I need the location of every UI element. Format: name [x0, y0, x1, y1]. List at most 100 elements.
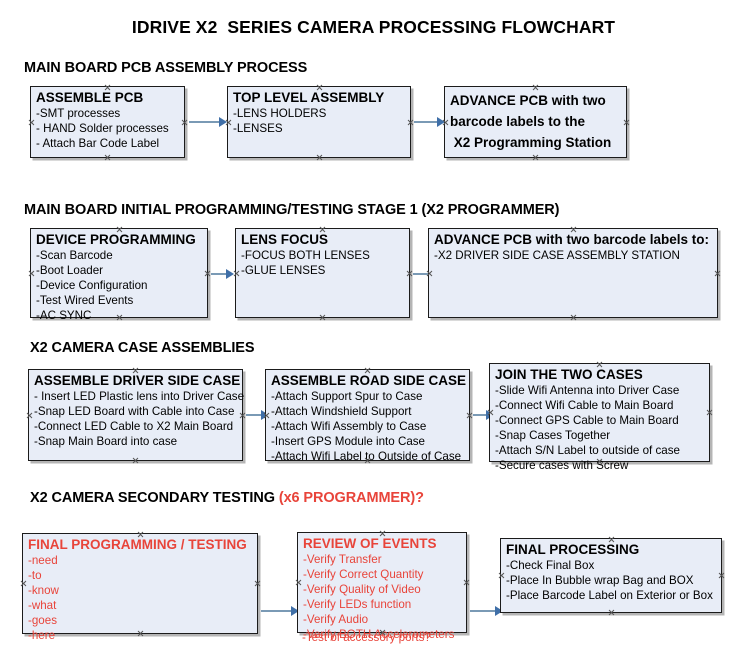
node-line: -Insert GPS Module into Case	[271, 435, 426, 448]
section-heading-accent: (x6 PROGRAMMER)?	[278, 490, 424, 506]
resize-handle-top[interactable]	[116, 226, 123, 233]
resize-handle-bottom[interactable]	[596, 458, 603, 465]
node-line: -to	[28, 569, 42, 582]
node-line: -Verify LEDs function	[303, 598, 412, 611]
node-title: REVIEW OF EVENTS	[303, 536, 437, 551]
resize-handle-right[interactable]	[204, 270, 211, 277]
connector-final-programming-to-review-of-events[interactable]	[261, 606, 299, 616]
node-line: -Test Wired Events	[36, 294, 134, 307]
node-line: - HAND Solder processes	[36, 122, 169, 135]
node-line: -FOCUS BOTH LENSES	[241, 249, 370, 262]
node-top-level-assembly[interactable]: TOP LEVEL ASSEMBLY -LENS HOLDERS -LENSES	[227, 86, 411, 158]
resize-handle-bottom[interactable]	[116, 314, 123, 321]
node-join-the-two-cases[interactable]: JOIN THE TWO CASES -Slide Wifi Antenna i…	[487, 361, 713, 472]
resize-handle-left[interactable]	[28, 119, 35, 126]
resize-handle-left[interactable]	[28, 270, 35, 277]
resize-handle-left[interactable]	[426, 270, 433, 277]
resize-handle-left[interactable]	[225, 119, 232, 126]
resize-handle-bottom[interactable]	[132, 457, 139, 464]
arrowhead-icon	[226, 269, 234, 279]
node-line: -Verify Quality of Video	[303, 583, 421, 596]
node-line: -Connect GPS Cable to Main Board	[495, 414, 679, 427]
node-final-programming-testing[interactable]: FINAL PROGRAMMING / TESTING -need -to -k…	[20, 531, 261, 642]
section-heading-text: X2 CAMERA CASE ASSEMBLIES	[30, 340, 255, 356]
resize-handle-bottom[interactable]	[104, 154, 111, 161]
resize-handle-bottom[interactable]	[319, 314, 326, 321]
resize-handle-top[interactable]	[132, 367, 139, 374]
resize-handle-right[interactable]	[714, 270, 721, 277]
resize-handle-left[interactable]	[26, 412, 33, 419]
resize-handle-bottom[interactable]	[364, 457, 371, 464]
connector-review-of-events-to-final-processing[interactable]	[470, 606, 503, 616]
resize-handle-left[interactable]	[498, 572, 505, 579]
page-title: IDRIVE X2 SERIES CAMERA PROCESSING FLOWC…	[131, 17, 616, 37]
connector-assemble-pcb-to-top-level-assembly[interactable]	[189, 117, 227, 127]
node-advance-pcb-to-driver-side-case-station[interactable]: ADVANCE PCB with two barcode labels to: …	[428, 228, 718, 318]
resize-handle-top[interactable]	[379, 530, 386, 537]
node-assemble-pcb[interactable]: ASSEMBLE PCB -SMT processes - HAND Solde…	[30, 86, 185, 158]
resize-handle-top[interactable]	[137, 531, 144, 538]
resize-handle-right[interactable]	[466, 412, 473, 419]
resize-handle-right[interactable]	[718, 572, 725, 579]
node-review-of-events[interactable]: REVIEW OF EVENTS -Verify Transfer -Verif…	[295, 530, 470, 641]
resize-handle-right[interactable]	[181, 119, 188, 126]
node-final-processing[interactable]: FINAL PROCESSING -Check Final Box -Place…	[500, 538, 722, 613]
resize-handle-top[interactable]	[608, 536, 615, 543]
node-title: FINAL PROGRAMMING / TESTING	[28, 537, 247, 552]
resize-handle-left[interactable]	[295, 579, 302, 586]
connector-driver-side-to-road-side[interactable]	[246, 410, 269, 420]
resize-handle-right[interactable]	[406, 270, 413, 277]
node-line: -LENSES	[233, 122, 283, 135]
node-line: -Snap LED Board with Cable into Case	[34, 405, 235, 418]
node-title: TOP LEVEL ASSEMBLY	[233, 90, 385, 105]
resize-handle-top[interactable]	[316, 84, 323, 91]
resize-handle-top[interactable]	[104, 84, 111, 91]
resize-handle-left[interactable]	[263, 412, 270, 419]
resize-handle-bottom[interactable]	[137, 630, 144, 637]
resize-handle-bottom[interactable]	[532, 154, 539, 161]
resize-handle-right[interactable]	[706, 409, 713, 416]
node-line: -what	[28, 599, 57, 612]
resize-handle-right[interactable]	[254, 580, 261, 587]
connector-road-side-to-join-two-cases[interactable]	[473, 410, 494, 420]
resize-handle-right[interactable]	[623, 119, 630, 126]
node-line: -Place In Bubble wrap Bag and BOX	[506, 574, 694, 587]
node-title: ASSEMBLE PCB	[36, 90, 144, 105]
resize-handle-bottom[interactable]	[608, 609, 615, 616]
node-assemble-road-side-case[interactable]: ASSEMBLE ROAD SIDE CASE -Attach Support …	[263, 367, 473, 464]
node-line: -Boot Loader	[36, 264, 104, 277]
resize-handle-top[interactable]	[532, 84, 539, 91]
node-line: -Verify Transfer	[303, 553, 382, 566]
node-line: -Check Final Box	[506, 559, 595, 572]
resize-handle-left[interactable]	[233, 270, 240, 277]
node-title: FINAL PROCESSING	[506, 542, 640, 557]
resize-handle-top[interactable]	[596, 361, 603, 368]
node-device-programming[interactable]: DEVICE PROGRAMMING -Scan Barcode -Boot L…	[28, 226, 211, 322]
resize-handle-top[interactable]	[364, 367, 371, 374]
connector-device-programming-to-lens-focus[interactable]	[211, 269, 234, 279]
resize-handle-left[interactable]	[442, 119, 449, 126]
node-line: -Snap Main Board into case	[34, 435, 178, 448]
resize-handle-top[interactable]	[570, 226, 577, 233]
connector-top-level-assembly-to-advance-pcb[interactable]	[414, 117, 445, 127]
resize-handle-right[interactable]	[239, 412, 246, 419]
resize-handle-bottom[interactable]	[316, 154, 323, 161]
resize-handle-top[interactable]	[319, 226, 326, 233]
node-line: -AC SYNC	[36, 309, 92, 322]
node-line: -Attach Wifi Assembly to Case	[271, 420, 427, 433]
arrowhead-icon	[219, 117, 227, 127]
resize-handle-bottom[interactable]	[570, 314, 577, 321]
node-line: -GLUE LENSES	[241, 264, 326, 277]
resize-handle-right[interactable]	[407, 119, 414, 126]
node-line: -Attach S/N Label to outside of case	[495, 444, 680, 457]
resize-handle-right[interactable]	[463, 579, 470, 586]
section-heading-x2-camera-case-assemblies: X2 CAMERA CASE ASSEMBLIES	[30, 340, 255, 356]
node-advance-pcb-to-x2-programming-station[interactable]: ADVANCE PCB with two barcode labels to t…	[444, 86, 627, 158]
section-heading-main-board-pcb-assembly-process: MAIN BOARD PCB ASSEMBLY PROCESS	[24, 60, 307, 76]
arrowhead-icon	[495, 606, 503, 616]
resize-handle-left[interactable]	[487, 409, 494, 416]
resize-handle-left[interactable]	[20, 580, 27, 587]
node-lens-focus[interactable]: LENS FOCUS -FOCUS BOTH LENSES -GLUE LENS…	[235, 228, 410, 318]
node-title: ADVANCE PCB with two barcode labels to:	[434, 232, 710, 247]
node-assemble-driver-side-case[interactable]: ASSEMBLE DRIVER SIDE CASE - Insert LED P…	[26, 367, 246, 464]
